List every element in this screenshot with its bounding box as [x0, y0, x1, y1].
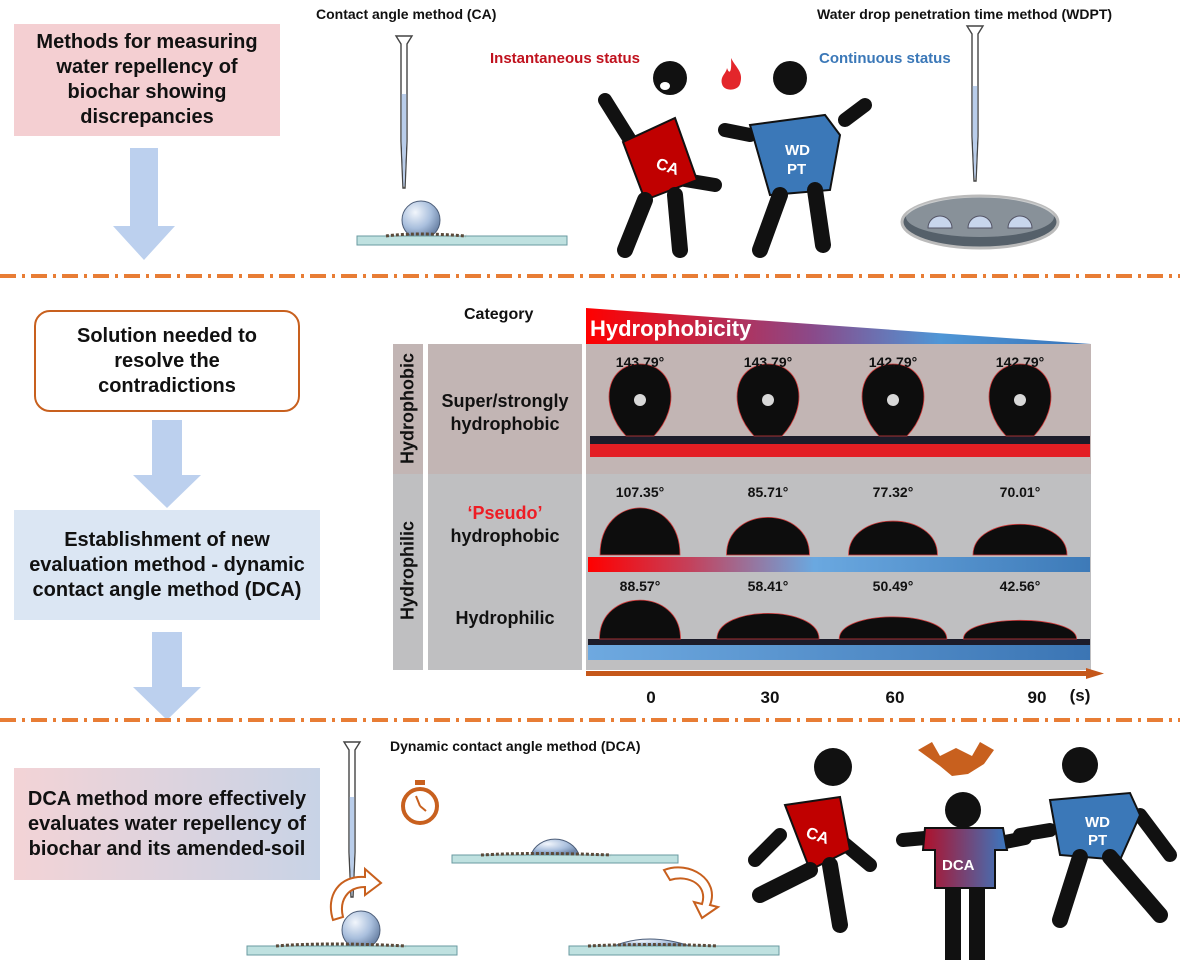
time-tick-label: 30 [760, 688, 780, 707]
step-4-box: DCA method more effectively evaluates wa… [14, 768, 320, 880]
droplet-on-substrate-icon [451, 838, 679, 864]
wdpt-shirt-label-1: WD [785, 142, 810, 159]
droplet-on-substrate-icon [356, 200, 568, 246]
pipette-icon [394, 35, 414, 189]
step-2-box: Solution needed to resolve the contradic… [34, 310, 300, 412]
wdpt-shirt-label-2: PT [787, 161, 806, 178]
category-pseudo-hydrophobic: ‘Pseudo’ hydrophobic [450, 503, 560, 546]
hydrophobicity-label: Hydrophobicity [590, 316, 752, 341]
water-droplet [599, 507, 681, 556]
step-1-box: Methods for measuring water repellency o… [14, 24, 280, 136]
continuous-status-label: Continuous status [819, 50, 951, 67]
category-cell-2 [428, 474, 582, 670]
instantaneous-status-label: Instantaneous status [490, 50, 641, 67]
water-droplet [838, 616, 948, 640]
water-droplet [962, 620, 1078, 640]
contact-angle-label: 142.79° [995, 354, 1045, 370]
contact-angle-label: 142.79° [868, 354, 918, 370]
hydrophobicity-gradient-wedge [586, 308, 1091, 344]
petri-dish-icon [900, 194, 1060, 250]
water-droplet [726, 516, 810, 556]
substrate-dark-1 [590, 436, 1090, 444]
ca-shirt-label-bottom: CA [804, 825, 832, 848]
category-hydrophilic: Hydrophilic [455, 608, 555, 628]
contact-angle-label: 107.35° [615, 484, 665, 500]
dca-method-title: Dynamic contact angle method (DCA) [390, 738, 641, 754]
contact-angle-label: 70.01° [999, 484, 1041, 500]
curved-arrow-icon [662, 866, 721, 920]
step-3-box: Establishment of new evaluation method -… [14, 510, 320, 620]
droplet-on-substrate-icon [246, 910, 458, 956]
step-2-text: Solution needed to resolve the contradic… [77, 324, 257, 397]
category-super-hydrophobic: Super/strongly hydrophobic [441, 391, 569, 434]
step-1-text: Methods for measuring water repellency o… [36, 31, 258, 128]
time-tick-label: 0 [646, 688, 656, 707]
flattened-droplet-icon [568, 938, 780, 956]
ca-figure-angry-icon: CA [598, 61, 722, 258]
wdpt-method-title: Water drop penetration time method (WDPT… [817, 6, 1113, 22]
arrow-down-icon [133, 632, 201, 720]
contact-angle-label: 50.49° [872, 578, 914, 594]
contact-angle-label: 143.79° [743, 354, 793, 370]
fire-icon [721, 58, 742, 90]
step-4-text: DCA method more effectively evaluates wa… [27, 787, 307, 860]
contact-angle-label: 143.79° [615, 354, 665, 370]
time-unit-label: (s) [1069, 686, 1091, 705]
pipette-icon [342, 741, 362, 898]
water-droplet [716, 612, 820, 640]
wdpt-shirt-label-bottom-2: PT [1088, 832, 1107, 849]
droplet-highlight [887, 394, 899, 406]
wdpt-figure-angry-icon: WD PT [718, 61, 872, 258]
ca-method-title: Contact angle method (CA) [316, 6, 497, 22]
ca-shirt-label: CA [654, 156, 682, 179]
contact-angle-label: 85.71° [747, 484, 789, 500]
time-tick-label: 60 [885, 688, 905, 707]
water-droplet [599, 599, 681, 640]
droplet-highlight [762, 394, 774, 406]
droplet-highlight [634, 394, 646, 406]
pipette-icon [965, 25, 985, 182]
stopwatch-icon [401, 780, 439, 825]
wdpt-figure-happy-icon: WD PT [1013, 747, 1177, 928]
arrow-down-icon [133, 420, 201, 508]
category-header: Category [464, 306, 534, 323]
section-divider [0, 274, 1180, 278]
wdpt-shirt-label-bottom-1: WD [1085, 814, 1110, 831]
group-hydrophilic-cell [393, 474, 423, 670]
contact-angle-label: 88.57° [619, 578, 661, 594]
dca-shirt-label: DCA [942, 857, 975, 874]
group-hydrophobic-cell [393, 344, 423, 474]
substrate-bar-gradient [588, 557, 1090, 572]
contact-angle-label: 58.41° [747, 578, 789, 594]
substrate-bar-blue [588, 645, 1090, 660]
substrate-bar-red [590, 444, 1090, 457]
water-droplet [972, 523, 1068, 556]
curved-arrow-icon [329, 866, 383, 922]
droplet-highlight [1014, 394, 1026, 406]
contact-angle-label: 77.32° [872, 484, 914, 500]
section-divider [0, 718, 1180, 722]
ca-figure-happy-icon: CA [748, 748, 877, 933]
category-cell-1 [428, 344, 582, 474]
contact-angle-label: 42.56° [999, 578, 1041, 594]
time-tick-label: 90 [1027, 688, 1047, 707]
handshake-icon [918, 742, 994, 776]
arrow-down-icon [113, 148, 175, 260]
water-droplet [848, 520, 938, 556]
step-3-text: Establishment of new evaluation method -… [29, 528, 305, 601]
time-axis-arrow [586, 668, 1104, 679]
substrate-dark-3 [588, 639, 1090, 645]
